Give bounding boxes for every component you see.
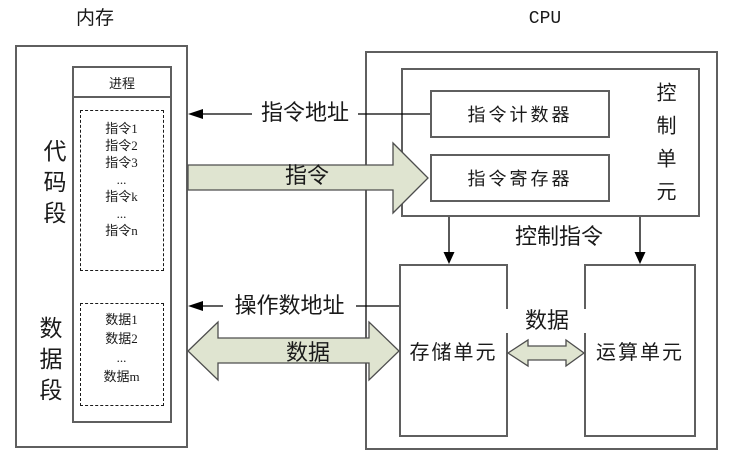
process-label: 进程 bbox=[108, 75, 135, 91]
data-block-arrow-internal bbox=[506, 338, 586, 368]
instruction-address-arrowhead bbox=[188, 109, 203, 119]
storage-unit-label: 存储单元 bbox=[409, 342, 498, 364]
list-item: 数据m bbox=[103, 369, 140, 384]
instruction-list: 指令1 指令2 指令3... 指令k... 指令n bbox=[80, 120, 163, 239]
alu-label: 运算单元 bbox=[596, 342, 684, 364]
instruction-block-arrow bbox=[187, 141, 429, 215]
data-block-arrow-memory bbox=[187, 320, 400, 382]
alu-box: 运算单元 bbox=[584, 264, 696, 437]
list-item: ... bbox=[116, 350, 127, 365]
instruction-counter-box: 指令计数器 bbox=[430, 90, 610, 138]
data-item-list: 数据1 数据2... 数据m bbox=[80, 310, 163, 386]
list-item: 数据2 bbox=[105, 331, 138, 346]
code-segment-label: 代码段 bbox=[40, 139, 65, 232]
instruction-counter-label: 指令计数器 bbox=[467, 105, 573, 125]
process-header: 进程 bbox=[72, 66, 172, 98]
instruction-label: 指令 bbox=[284, 163, 329, 188]
control-unit-label: 控制单元 bbox=[653, 82, 675, 214]
control-instruction-arrowhead-left bbox=[443, 252, 455, 264]
list-item: ... bbox=[116, 206, 127, 221]
memory-title: 内存 bbox=[75, 8, 114, 29]
list-item: 数据1 bbox=[105, 312, 138, 327]
list-item: 指令n bbox=[105, 223, 138, 238]
list-item: 指令1 bbox=[105, 121, 138, 136]
operand-address-label: 操作数地址 bbox=[223, 293, 356, 319]
operand-address-arrowhead bbox=[188, 301, 203, 311]
cpu-title: CPU bbox=[528, 9, 562, 29]
data-memory-bus-label: 数据 bbox=[285, 340, 330, 365]
control-instruction-arrowhead-right bbox=[634, 252, 646, 264]
data-segment-label: 数据段 bbox=[36, 316, 61, 409]
data-segment-dashed-box bbox=[80, 303, 164, 406]
instruction-address-label: 指令地址 bbox=[252, 100, 358, 126]
list-item: ... bbox=[116, 172, 127, 187]
list-item: 指令3 bbox=[105, 155, 138, 170]
list-item: 指令k bbox=[105, 189, 138, 204]
instruction-register-box: 指令寄存器 bbox=[430, 154, 610, 202]
data-internal-bus-label: 数据 bbox=[502, 308, 592, 334]
process-box bbox=[72, 66, 172, 423]
control-instruction-label: 控制指令 bbox=[497, 224, 621, 250]
instruction-register-label: 指令寄存器 bbox=[467, 169, 573, 189]
list-item: 指令2 bbox=[105, 138, 138, 153]
storage-unit-box: 存储单元 bbox=[399, 264, 508, 437]
instruction-segment-dashed-box bbox=[80, 110, 164, 271]
